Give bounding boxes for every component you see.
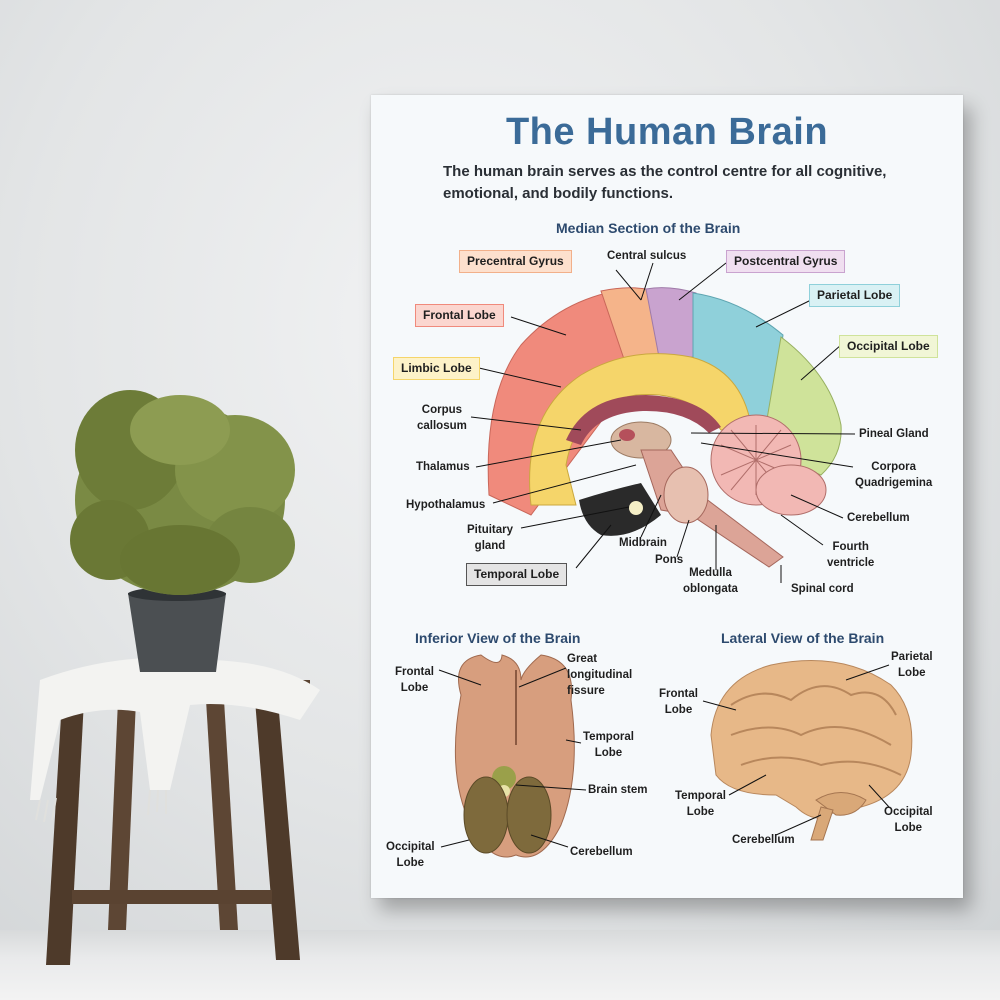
lateral-label-occipital-lobe: Occipital Lobe <box>884 806 933 834</box>
label-precentral-gyrus: Precentral Gyrus <box>459 250 572 273</box>
lateral-label-frontal-lobe: Frontal Lobe <box>659 688 698 716</box>
corpus-callosum-region <box>566 395 721 445</box>
lateral-view-diagram <box>702 660 913 841</box>
label-temporal-lobe: Temporal Lobe <box>466 563 568 586</box>
inferior-label-cerebellum: Cerebellum <box>570 846 633 858</box>
label-corpora-quadrigemina: Corpora Quadrigemina <box>855 461 933 489</box>
label-corpus-callosum: Corpus callosum <box>417 404 467 432</box>
brain-poster: The Human Brain The human brain serves a… <box>371 95 963 898</box>
poster-title: The Human Brain <box>505 111 829 153</box>
label-fourth-ventricle: Fourth ventricle <box>827 541 875 569</box>
temporal-lobe-region <box>579 483 661 536</box>
label-limbic-lobe: Limbic Lobe <box>393 357 480 380</box>
floor <box>0 930 1000 1000</box>
plant-pot <box>128 587 226 672</box>
label-parietal-lobe: Parietal Lobe <box>809 284 901 307</box>
label-pons: Pons <box>655 554 684 566</box>
label-medulla-oblongata: Medulla oblongata <box>683 567 738 595</box>
inferior-view-diagram <box>438 654 587 858</box>
label-thalamus: Thalamus <box>416 461 470 473</box>
label-pineal-gland: Pineal Gland <box>859 428 929 440</box>
inferior-label-great-longitudinal-fissure: Great longitudinal fissure <box>567 653 633 697</box>
inferior-label-frontal-lobe: Frontal Lobe <box>395 666 434 694</box>
label-spinal-cord: Spinal cord <box>791 583 854 595</box>
label-occipital-lobe: Occipital Lobe <box>839 335 938 358</box>
lateral-label-parietal-lobe: Parietal Lobe <box>891 651 933 679</box>
poster-subtitle: The human brain serves as the control ce… <box>443 163 887 202</box>
lateral-view-title: Lateral View of the Brain <box>721 630 885 646</box>
inferior-view-title: Inferior View of the Brain <box>415 630 581 646</box>
lateral-label-temporal-lobe: Temporal Lobe <box>675 790 726 818</box>
inferior-label-temporal-lobe: Temporal Lobe <box>583 731 634 759</box>
label-pituitary-gland: Pituitary gland <box>467 524 514 552</box>
white-towel <box>30 657 320 823</box>
median-section-title: Median Section of the Brain <box>556 220 741 236</box>
label-postcentral-gyrus: Postcentral Gyrus <box>726 250 846 273</box>
label-cerebellum: Cerebellum <box>847 512 910 524</box>
inferior-label-occipital-lobe: Occipital Lobe <box>386 841 435 869</box>
label-central-sulcus: Central sulcus <box>607 250 687 262</box>
label-midbrain: Midbrain <box>619 537 667 549</box>
median-section-diagram <box>470 262 856 583</box>
plant-foliage <box>70 390 295 595</box>
inferior-label-brain-stem: Brain stem <box>588 784 648 796</box>
label-frontal-lobe: Frontal Lobe <box>415 304 504 327</box>
brain-illustrations <box>438 262 913 858</box>
lateral-label-cerebellum: Cerebellum <box>732 834 795 846</box>
label-hypothalamus: Hypothalamus <box>406 499 486 511</box>
